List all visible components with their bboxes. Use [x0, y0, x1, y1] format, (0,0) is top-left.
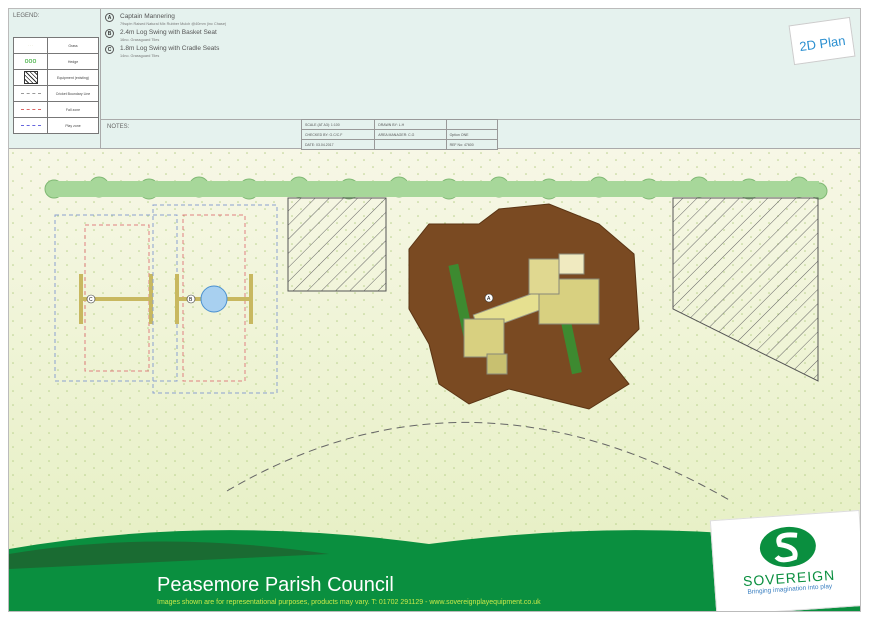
- checked-by: CHECKED BY: G.C/C.F: [300, 129, 376, 140]
- item-sub: 16no. Grassguard Tiles: [120, 38, 160, 42]
- hedge-icon: ooo: [13, 53, 48, 70]
- play-zone-icon: [13, 117, 48, 134]
- equipment-item-c: C 1.8m Log Swing with Cradle Seats 14no. G…: [105, 45, 226, 58]
- cricket-line-icon: [13, 85, 48, 102]
- hedge-row: [44, 176, 828, 200]
- item-title: 2.4m Log Swing with Basket Seat: [120, 29, 217, 36]
- sovereign-logo: SOVEREIGN Bringing imagination into play: [709, 509, 860, 611]
- ref-no: REF No: 47600: [445, 139, 499, 150]
- notes-label: NOTES:: [107, 124, 130, 130]
- client-title: Peasemore Parish Council: [157, 574, 394, 596]
- equipment-list: A Captain Mannering 79sq/m Raised Natural …: [105, 13, 226, 61]
- grass-icon: · · ·: [13, 37, 48, 54]
- footer-disclaimer: Images shown are for representational pu…: [157, 599, 541, 606]
- item-title: Captain Mannering: [120, 13, 175, 20]
- area-manager: AREA MANAGER: C.G: [374, 129, 447, 140]
- drawn-by: DRAWN BY: L.H: [374, 119, 447, 130]
- item-key: B: [105, 29, 114, 38]
- equipment-item-b: B 2.4m Log Swing with Basket Seat 16no. Gr…: [105, 29, 226, 42]
- item-key: C: [105, 45, 114, 54]
- option: Option ONE: [445, 129, 499, 140]
- item-sub: 14no. Grassguard Tiles: [120, 54, 160, 58]
- captain-mannering-unit: A: [408, 203, 640, 410]
- logo-swirl-icon: [759, 526, 816, 568]
- hatch-icon: [13, 69, 48, 86]
- existing-equipment-1: [287, 197, 387, 292]
- item-title: 1.8m Log Swing with Cradle Seats: [120, 45, 220, 52]
- item-sub: 79sq/m Raised Natural Mix Rubber Mulch @…: [120, 22, 227, 26]
- swing-b: B: [152, 204, 278, 394]
- site-plan: C B A: [9, 149, 860, 611]
- legend-label: Fall zone: [47, 101, 99, 118]
- existing-equipment-2: [672, 197, 819, 382]
- empty-cell: [445, 119, 499, 130]
- item-key: A: [105, 13, 114, 22]
- scale: SCALE (AT A3): 1:100: [300, 119, 376, 130]
- legend-label: Play zone: [47, 117, 99, 134]
- legend-label: Grass: [47, 37, 99, 54]
- legend-label: Hedge: [47, 53, 99, 70]
- date: DATE: 03.04.2017: [300, 139, 376, 150]
- legend-label: Cricket Boundary Line: [47, 85, 99, 102]
- legend-title: LEGEND:: [13, 13, 40, 19]
- svg-text:A: A: [487, 296, 491, 302]
- empty-cell: [374, 139, 447, 150]
- equipment-item-a: A Captain Mannering 79sq/m Raised Natural …: [105, 13, 226, 26]
- 2d-plan-badge: 2D Plan: [788, 16, 856, 66]
- fall-zone-icon: [13, 101, 48, 118]
- svg-text:C: C: [89, 297, 93, 303]
- legend-label: Equipment (existing): [47, 69, 99, 86]
- svg-text:B: B: [189, 297, 193, 303]
